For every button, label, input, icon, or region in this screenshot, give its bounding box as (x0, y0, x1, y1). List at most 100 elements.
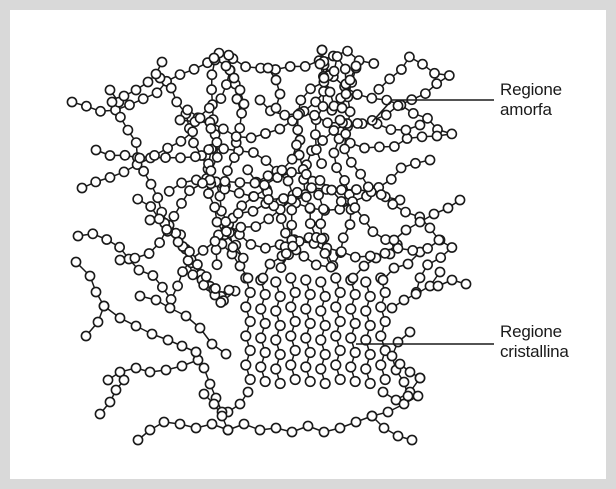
atom-434 (216, 298, 225, 307)
atom-408 (177, 178, 186, 187)
atom-273 (191, 152, 200, 161)
atom-313 (150, 151, 159, 160)
atom-557 (407, 435, 416, 444)
atom-439 (174, 237, 183, 246)
atom-471 (401, 208, 410, 217)
atom-517 (131, 363, 140, 372)
atom-564 (435, 267, 444, 276)
atom-248 (397, 163, 406, 172)
atom-42 (316, 306, 326, 316)
atom-567 (399, 295, 408, 304)
atom-603 (275, 89, 284, 98)
atom-177 (212, 217, 221, 226)
atom-50 (331, 302, 341, 312)
atom-296 (167, 295, 176, 304)
atom-371 (397, 65, 406, 74)
atom-485 (169, 212, 178, 221)
atom-491 (212, 138, 221, 147)
atom-443 (133, 195, 142, 204)
atom-167 (207, 70, 216, 79)
atom-595 (325, 87, 334, 96)
atom-502 (115, 313, 124, 322)
atom-424 (260, 180, 269, 189)
atom-51 (335, 317, 345, 327)
atom-300 (199, 246, 208, 255)
atom-501 (99, 301, 108, 310)
atom-87 (243, 273, 252, 282)
atom-298 (178, 267, 187, 276)
atom-192 (367, 94, 376, 103)
atom-128 (116, 113, 125, 122)
atom-481 (130, 254, 139, 263)
atom-571 (433, 281, 442, 290)
atom-495 (71, 257, 80, 266)
atom-534 (175, 419, 184, 428)
atom-506 (177, 341, 186, 350)
atom-304 (251, 222, 260, 231)
atom-544 (335, 423, 344, 432)
atom-297 (173, 281, 182, 290)
atom-477 (423, 260, 432, 269)
atom-100 (359, 261, 368, 270)
atom-523 (105, 397, 114, 406)
atom-195 (409, 109, 418, 118)
atom-168 (207, 85, 216, 94)
atom-515 (103, 375, 112, 384)
atom-80 (243, 387, 252, 396)
atom-508 (135, 291, 144, 300)
atom-369 (418, 60, 427, 69)
atom-66 (361, 306, 371, 316)
atom-305 (264, 214, 273, 223)
atom-264 (212, 260, 221, 269)
atom-289 (88, 229, 97, 238)
atom-409 (165, 187, 174, 196)
atom-330 (223, 166, 232, 175)
atom-430 (188, 270, 197, 279)
atom-133 (146, 180, 155, 189)
atom-19 (275, 321, 285, 331)
atom-149 (172, 97, 181, 106)
atom-302 (222, 227, 231, 236)
atom-272 (176, 153, 185, 162)
atom-416 (360, 215, 369, 224)
atom-176 (210, 203, 219, 212)
atom-58 (346, 304, 356, 314)
atom-352 (317, 159, 326, 168)
atom-1 (245, 288, 255, 298)
atom-83 (378, 387, 387, 396)
atom-91 (378, 275, 387, 284)
atom-577 (403, 391, 412, 400)
atom-43 (320, 321, 330, 331)
atom-104 (82, 102, 91, 111)
atom-18 (271, 306, 281, 316)
atom-196 (423, 114, 432, 123)
atom-543 (319, 427, 328, 436)
atom-353 (255, 95, 264, 104)
atom-212 (329, 148, 338, 157)
atom-202 (390, 142, 399, 151)
atom-109 (152, 88, 161, 97)
atom-585 (119, 91, 128, 100)
atom-486 (177, 199, 186, 208)
atom-213 (332, 163, 341, 172)
atom-326 (237, 109, 246, 118)
atom-360 (353, 119, 362, 128)
atom-214 (340, 176, 349, 185)
atom-67 (365, 321, 375, 331)
atom-47 (320, 379, 330, 389)
atom-46 (316, 364, 326, 374)
atom-226 (401, 125, 410, 134)
atom-446 (235, 178, 244, 187)
atom-37 (305, 348, 315, 358)
atom-134 (153, 193, 162, 202)
atom-542 (303, 421, 312, 430)
atom-40 (316, 277, 326, 287)
atom-362 (382, 110, 391, 119)
atom-9 (260, 290, 270, 300)
atom-588 (221, 61, 230, 70)
atom-10 (256, 304, 266, 314)
atom-21 (275, 350, 285, 360)
atom-355 (280, 111, 289, 120)
atom-107 (125, 100, 134, 109)
